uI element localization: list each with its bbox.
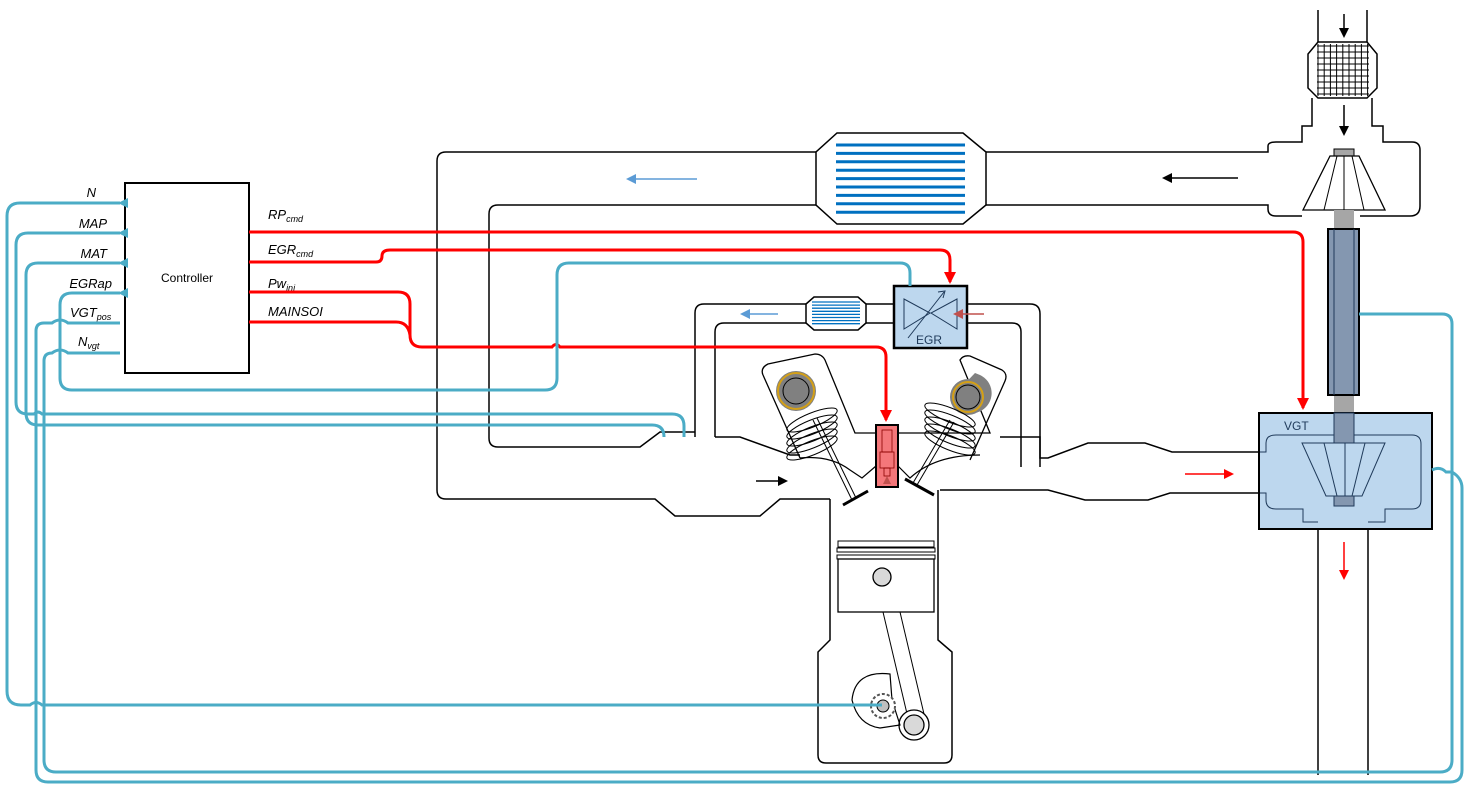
rp-cmd-wire xyxy=(249,230,1309,410)
intercooler-to-compressor-pipe xyxy=(986,10,1421,217)
controller-inputs: N MAP MAT EGRap VGTpos Nvgt xyxy=(69,185,112,351)
exhaust-valve-spring-coil xyxy=(924,409,976,435)
controller-outputs: RPcmd EGRcmd Pwinj MAINSOI xyxy=(268,207,323,319)
intake-manifold xyxy=(715,436,953,764)
intake-pipe-outer xyxy=(436,151,830,517)
map-sensor-wire xyxy=(14,228,686,437)
vgt-label: VGT xyxy=(1284,419,1309,433)
exhaust-valve-spring-coil xyxy=(924,402,976,428)
input-label-egrap: EGRap xyxy=(69,276,112,291)
egr-label: EGR xyxy=(916,333,942,347)
cylinder-head xyxy=(761,353,1007,507)
vgt-turbine: VGT xyxy=(1258,412,1433,530)
egr-valve[interactable]: EGR xyxy=(892,284,969,350)
input-label-map: MAP xyxy=(79,216,108,231)
output-label-egr-cmd: EGRcmd xyxy=(268,242,314,259)
output-label-rp-cmd: RPcmd xyxy=(268,207,304,224)
egr-cooler xyxy=(805,296,867,331)
intake-valve-spring-coil xyxy=(786,428,838,454)
input-label-n-vgt: Nvgt xyxy=(78,334,100,351)
mat-sensor-wire xyxy=(24,258,666,438)
crankshaft xyxy=(851,672,901,729)
output-label-pw-inj: Pwinj xyxy=(268,276,296,293)
connecting-rod xyxy=(882,611,930,741)
egr-cmd-wire xyxy=(249,248,956,284)
intake-valve-spring-coil xyxy=(786,435,838,461)
exhaust-valve-spring-coil xyxy=(924,423,976,449)
input-label-vgt-pos: VGTpos xyxy=(70,305,112,322)
exhaust-manifold-pipes xyxy=(940,436,1260,501)
command-wires xyxy=(249,230,1309,422)
pw-inj-wire xyxy=(249,290,892,422)
egrap-sensor-wire xyxy=(58,261,912,392)
sensor-wires xyxy=(5,198,1464,784)
intake-valve-spring-coil xyxy=(786,414,838,440)
injector[interactable] xyxy=(875,424,899,488)
piston xyxy=(836,540,936,613)
output-label-mainsoi: MAINSOI xyxy=(268,304,323,319)
input-label-n: N xyxy=(87,185,97,200)
intake-valve-spring-coil xyxy=(786,421,838,447)
intake-valve-spring-coil xyxy=(786,407,838,433)
controller-label: Controller xyxy=(161,271,213,285)
turbine-outlet-pipes xyxy=(1317,522,1369,775)
controller-block[interactable]: Controller xyxy=(124,182,250,374)
mainsoi-wire xyxy=(249,320,412,336)
intercooler xyxy=(815,132,987,225)
wrist-pin xyxy=(872,567,892,587)
egr-loop-pipes xyxy=(694,303,1041,467)
crank-pin xyxy=(903,714,925,736)
exhaust-valve-spring-coil xyxy=(924,430,976,456)
air-filter xyxy=(1307,41,1378,99)
n-vgt-sensor-wire xyxy=(42,312,1454,774)
exhaust-valve-spring-coil xyxy=(924,416,976,442)
input-label-mat: MAT xyxy=(81,246,109,261)
compressor xyxy=(1301,148,1387,211)
